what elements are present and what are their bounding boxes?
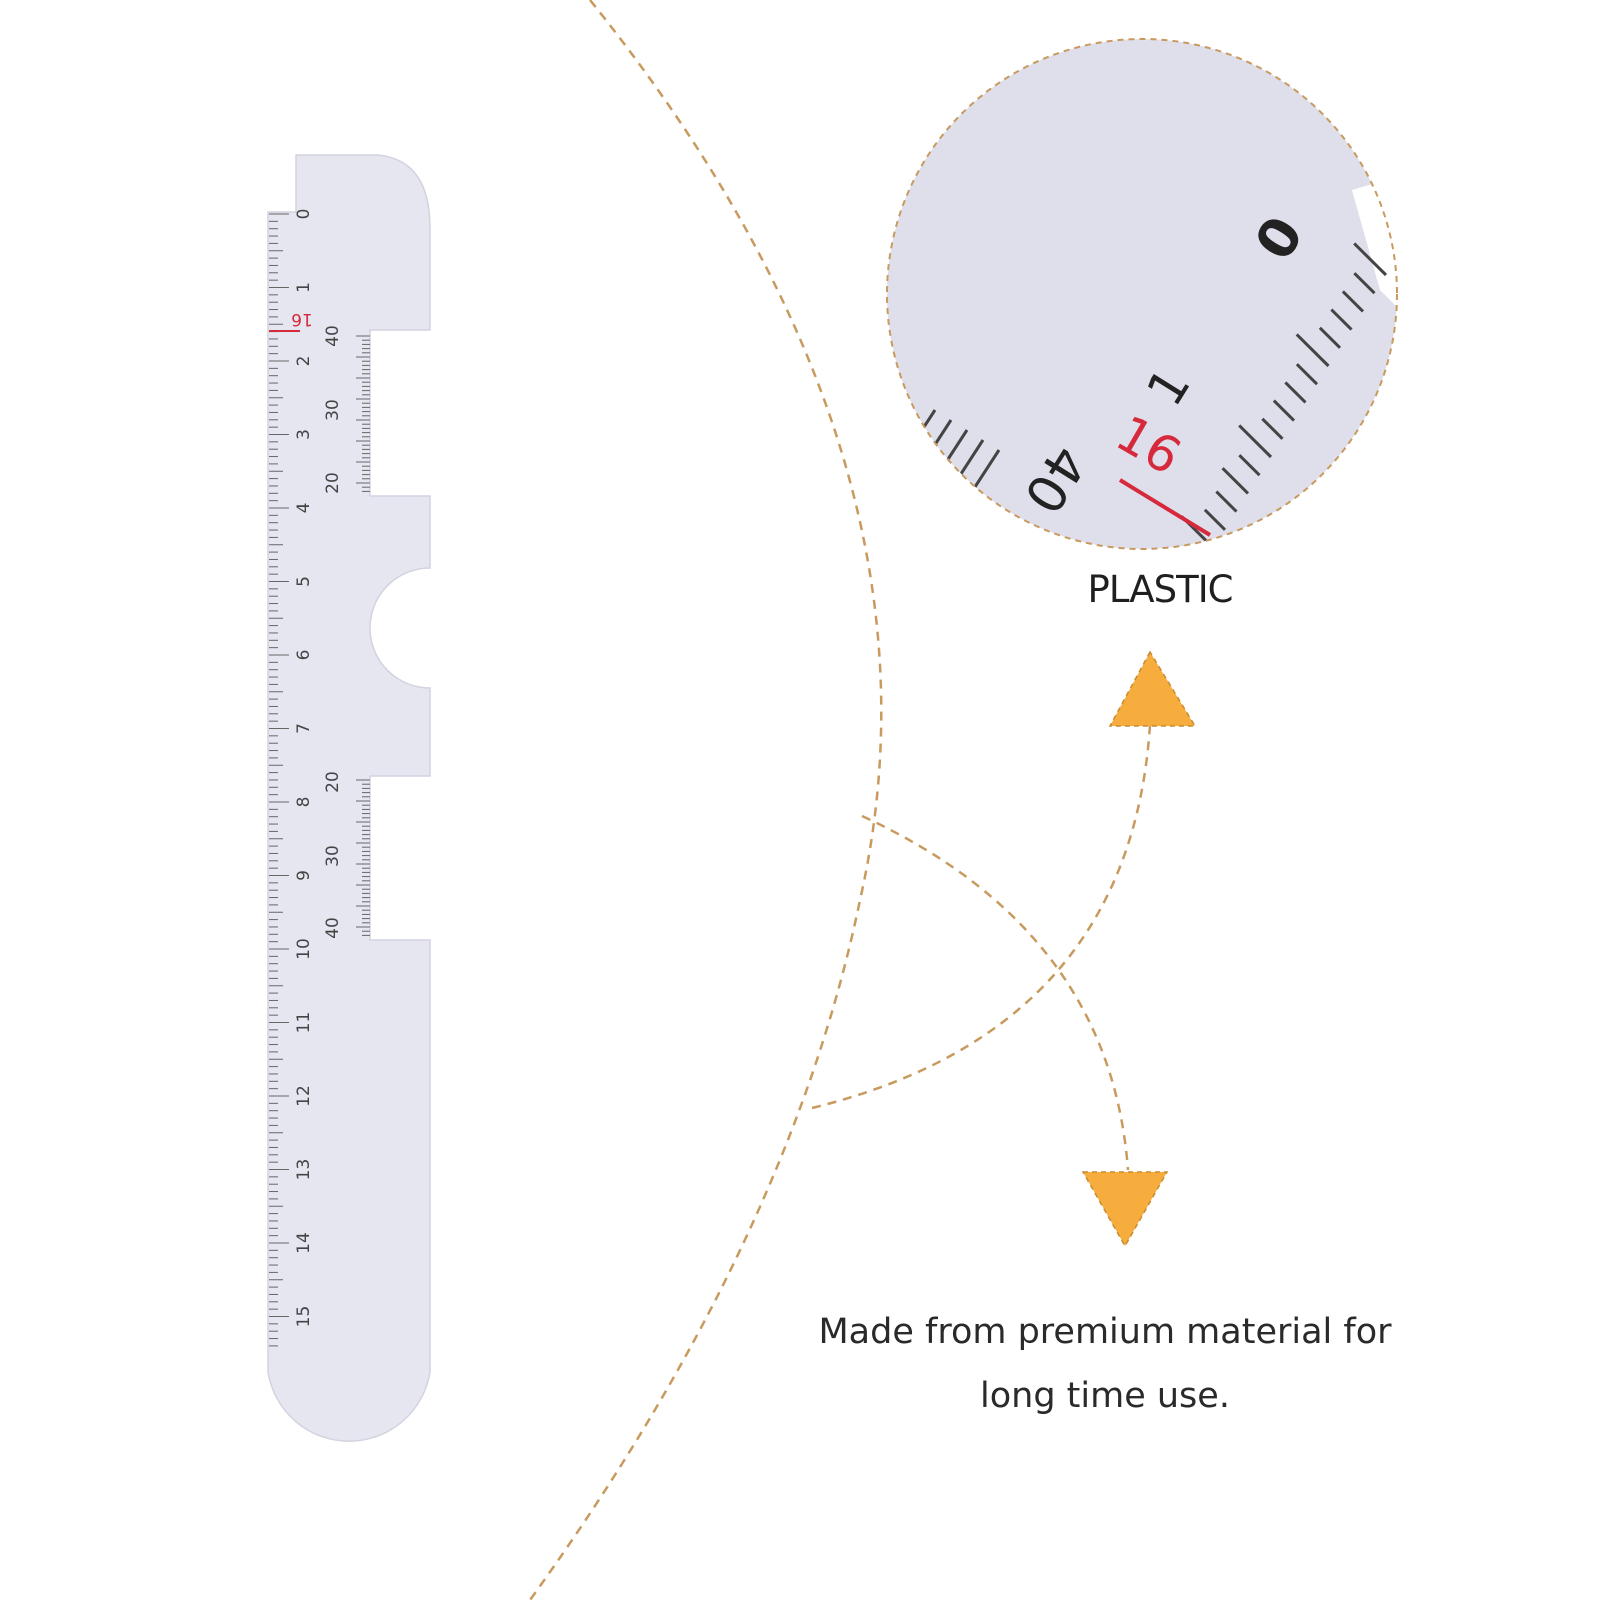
feature-caption: Made from premium material for long time…	[818, 1312, 1392, 1416]
ruler-cm-label: 10	[294, 938, 314, 960]
arrow-up-icon	[1108, 650, 1197, 727]
material-label: PLASTIC	[1087, 568, 1234, 611]
ruler-size-label: 30	[323, 399, 343, 421]
ruler-size-label: 20	[323, 771, 343, 793]
zoom-red-mark	[1118, 478, 1212, 537]
ruler-cm-label: 11	[294, 1012, 314, 1034]
ruler-cm-label: 6	[294, 650, 314, 661]
dashed-curve-to-down-arrow	[861, 814, 1130, 1171]
ruler-cm-label: 3	[294, 429, 314, 440]
zoom-ruler-edge	[1352, 170, 1397, 330]
arrow-down-icon	[1081, 1171, 1169, 1248]
zoom-ticks	[907, 242, 1388, 549]
ruler-red-label: 16	[291, 309, 313, 329]
ruler-cm-label: 9	[294, 870, 314, 881]
ruler-mm-ticks	[269, 213, 289, 1347]
ruler-cm-label: 12	[294, 1085, 314, 1107]
ruler-cm-label: 8	[294, 797, 314, 808]
ruler-cm-label: 0	[294, 209, 314, 220]
ruler-size-ticks	[356, 335, 370, 936]
ruler-cm-label: 2	[294, 356, 314, 367]
ruler-cm-label: 13	[294, 1159, 314, 1181]
ruler-cm-label: 14	[294, 1232, 314, 1254]
ruler-body	[267, 154, 431, 1442]
zoom-detail-circle: 0 1 40 16	[886, 38, 1398, 550]
ruler-cm-label: 5	[294, 576, 314, 587]
ruler-size-label: 40	[323, 325, 343, 347]
dashed-curve-to-up-arrow	[811, 724, 1152, 1110]
ruler-cm-label: 1	[294, 282, 314, 293]
ruler-size-label: 30	[323, 845, 343, 867]
ruler-cm-label: 7	[294, 723, 314, 734]
ruler-size-label: 40	[323, 917, 343, 939]
ruler-cm-label: 15	[294, 1306, 314, 1328]
ruler-cm-label: 4	[294, 503, 314, 514]
ruler-size-label: 20	[323, 472, 343, 494]
